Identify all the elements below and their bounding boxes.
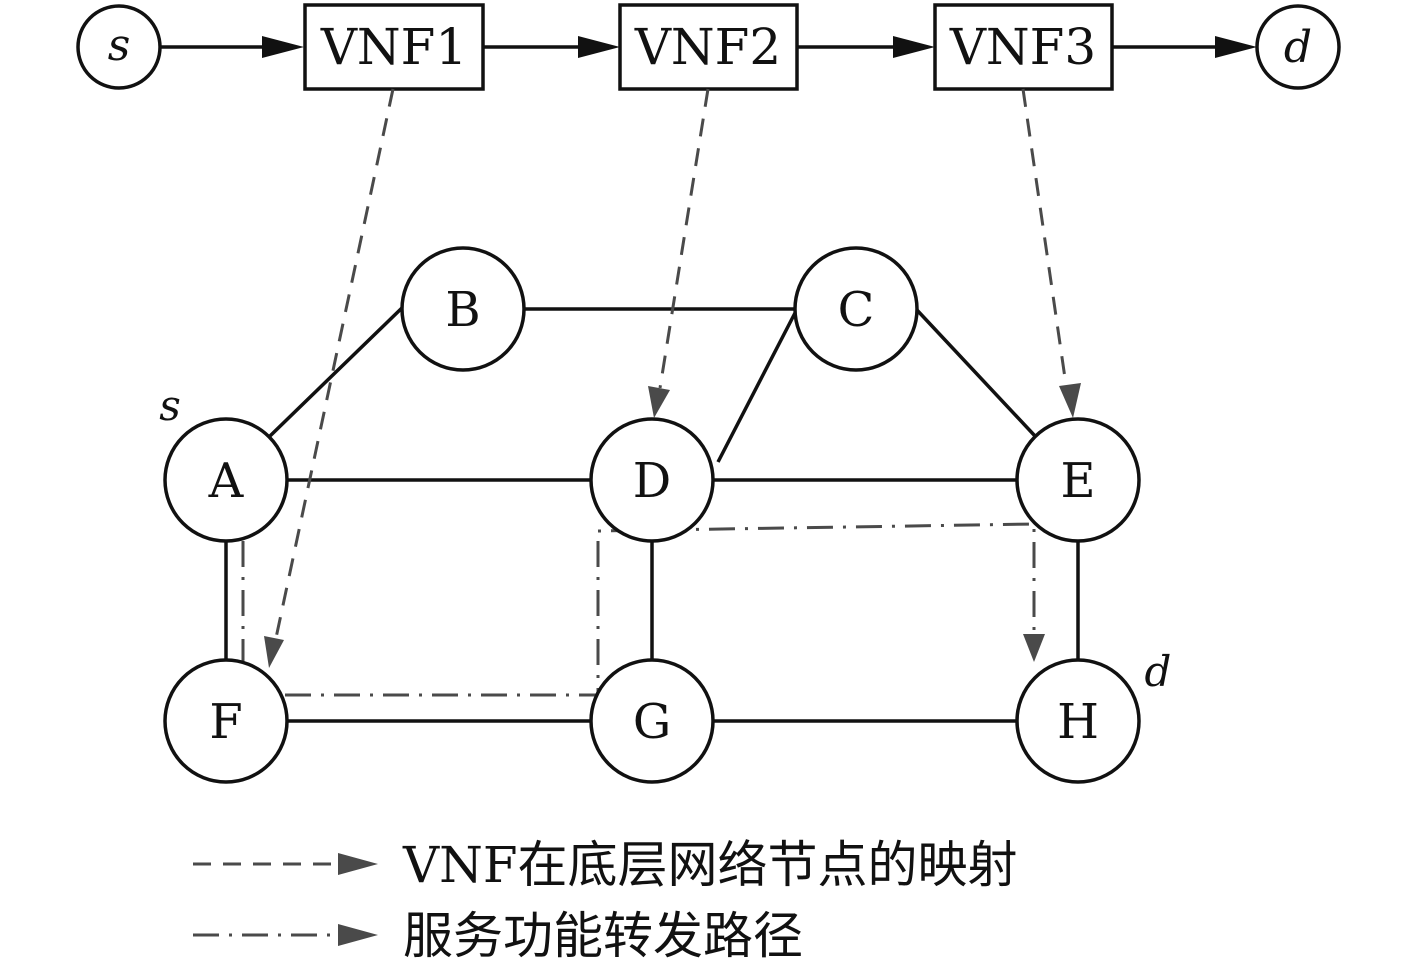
chain-arrowhead-icon <box>578 36 620 58</box>
substrate-source-label: s <box>159 381 181 430</box>
vnf-label: VNF3 <box>949 18 1096 76</box>
mapping-vnf1-to-f <box>274 88 395 639</box>
chain-destination-label: d <box>1284 22 1312 73</box>
edge-c-e <box>914 307 1037 438</box>
mapping-vnf2-to-d <box>658 88 710 389</box>
node-label: G <box>633 694 671 750</box>
service-chain: s VNF1 VNF2 VNF3 d <box>76 3 1341 91</box>
node-d: D <box>589 417 715 543</box>
legend-mapping-entry: VNF在底层网络节点的映射 <box>193 836 1018 894</box>
node-label: B <box>445 282 480 338</box>
chain-arrowhead-icon <box>893 36 935 58</box>
mapping-arrowhead-icon <box>648 386 670 418</box>
node-label: E <box>1060 453 1095 509</box>
chain-destination-node: d <box>1255 4 1341 90</box>
mapping-arrowhead-icon <box>264 636 284 668</box>
edge-a-b <box>268 303 407 438</box>
vnf-box-3: VNF3 <box>933 3 1114 91</box>
mapping-vnf3-to-e <box>1021 88 1068 386</box>
node-g: G <box>589 658 715 784</box>
legend: VNF在底层网络节点的映射 服务功能转发路径 <box>193 836 1018 965</box>
chain-source-node: s <box>76 4 162 90</box>
chain-arrowhead-icon <box>1215 36 1257 58</box>
vnf-label: VNF2 <box>634 18 781 76</box>
path-arrowhead-icon <box>1023 634 1045 662</box>
node-e: E <box>1015 417 1141 543</box>
legend-mapping-label: VNF在底层网络节点的映射 <box>402 836 1018 894</box>
forwarding-path <box>241 522 1045 697</box>
legend-path-label: 服务功能转发路径 <box>403 907 803 965</box>
node-label: H <box>1057 694 1099 750</box>
edge-c-d <box>716 312 797 463</box>
legend-arrowhead-icon <box>338 853 378 875</box>
substrate-destination-label: d <box>1145 647 1172 696</box>
node-label: C <box>838 282 875 338</box>
vnf-mappings <box>264 88 1081 668</box>
node-h: H <box>1015 658 1141 784</box>
substrate-edges <box>224 303 1080 723</box>
legend-arrowhead-icon <box>338 924 378 946</box>
node-b: B <box>400 246 526 372</box>
node-label: F <box>209 694 242 750</box>
node-a: A <box>163 417 289 543</box>
substrate-nodes: A B C D E F G H <box>163 246 1141 784</box>
vnf-box-2: VNF2 <box>618 3 799 91</box>
mapping-arrowhead-icon <box>1059 383 1081 418</box>
node-label: A <box>208 453 245 509</box>
node-f: F <box>163 658 289 784</box>
vnf-label: VNF1 <box>320 18 467 76</box>
chain-source-label: s <box>108 20 131 71</box>
node-c: C <box>793 246 919 372</box>
chain-arrowhead-icon <box>262 36 304 58</box>
node-label: D <box>633 453 671 509</box>
forwarding-path-line <box>241 522 1036 697</box>
vnf-box-1: VNF1 <box>303 3 485 91</box>
legend-path-entry: 服务功能转发路径 <box>193 907 803 965</box>
